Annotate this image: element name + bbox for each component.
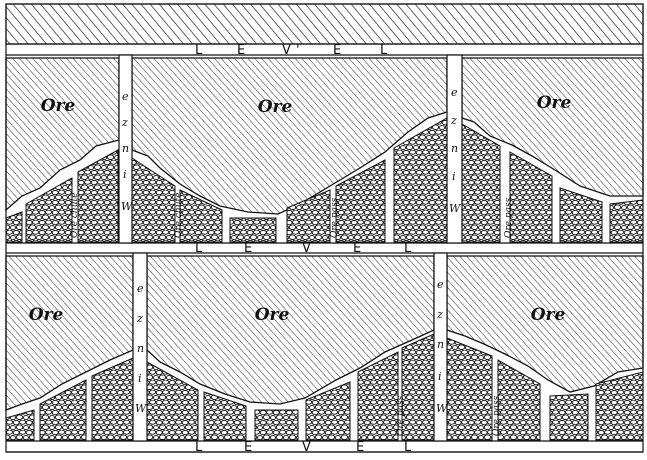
chute-label-upper-4: Ore pass <box>504 197 514 238</box>
ore-label-4: Ore <box>29 305 64 325</box>
winze-letter: z <box>136 312 143 325</box>
country-rock <box>6 4 643 44</box>
level-letter: E <box>333 43 341 58</box>
level-letter: V <box>282 43 291 58</box>
ore-label-5: Ore <box>255 305 290 325</box>
winze-letter: e <box>437 278 444 291</box>
broken-ore-upper-11 <box>510 152 552 242</box>
winze-letter: i <box>438 370 442 383</box>
winze-letter: W <box>436 402 449 415</box>
level-letter: L <box>195 440 203 455</box>
level-letter: L <box>380 43 388 58</box>
level-letter: E <box>353 241 361 256</box>
winze-letter: z <box>436 308 443 321</box>
broken-ore-upper-3 <box>78 150 118 242</box>
level-label-bottom: L E V E L <box>195 440 412 455</box>
broken-ore-upper-10 <box>462 124 500 242</box>
chute-label-upper-1: Ore chute <box>70 193 80 238</box>
winze-letter: e <box>137 282 144 295</box>
winze-letter: i <box>138 372 142 385</box>
level-letter: L <box>195 241 203 256</box>
winze-letter: z <box>450 114 457 127</box>
level-letter: L <box>195 43 203 58</box>
winze-letter: n <box>437 338 444 351</box>
chute-label-upper-2: Ore chute <box>174 193 184 238</box>
ore-label-2: Ore <box>258 97 293 117</box>
winze-letter: W <box>121 200 134 213</box>
broken-ore-upper-13 <box>610 200 643 242</box>
winze-letter: n <box>137 342 144 355</box>
winze-letter: n <box>122 142 129 155</box>
level-letter: L <box>404 241 412 256</box>
level-letter: E <box>244 241 252 256</box>
level-letter: V <box>302 440 311 455</box>
broken-ore-lower-9 <box>402 334 434 440</box>
level-letter: L <box>404 440 412 455</box>
chute-label-lower-1: Ore pass <box>396 395 406 436</box>
broken-ore-lower-11 <box>498 360 540 440</box>
winze-letter: e <box>451 86 458 99</box>
level-letter: E <box>244 440 252 455</box>
broken-ore-upper-12 <box>560 188 602 242</box>
broken-ore-upper-1 <box>6 212 22 242</box>
winze-letter: i <box>123 168 127 181</box>
winze-letter: W <box>135 402 148 415</box>
level-label-top: L E V ' E L <box>195 43 388 58</box>
broken-ore-lower-1 <box>6 410 34 440</box>
broken-ore-lower-10 <box>447 338 492 440</box>
winze-letter: W <box>449 202 462 215</box>
winze-letter: i <box>452 170 456 183</box>
winze-letter: e <box>122 90 129 103</box>
broken-ore-lower-3 <box>92 358 133 440</box>
broken-ore-lower-13 <box>596 372 643 440</box>
ore-label-6: Ore <box>531 305 566 325</box>
chute-label-upper-3: Ore pass <box>330 197 340 238</box>
ore-label-3: Ore <box>537 93 572 113</box>
chute-label-lower-2: Ore pass <box>492 395 502 436</box>
broken-ore-lower-6 <box>255 410 298 440</box>
level-letter: ' <box>296 43 300 58</box>
level-letter: E <box>356 440 364 455</box>
broken-ore-upper-6 <box>230 218 276 242</box>
level-letter: V <box>302 241 311 256</box>
broken-ore-lower-12 <box>550 394 588 440</box>
ore-label-1: Ore <box>41 96 76 116</box>
level-letter: E <box>237 43 245 58</box>
winze-letter: z <box>121 116 128 129</box>
winze-letter: n <box>451 142 458 155</box>
